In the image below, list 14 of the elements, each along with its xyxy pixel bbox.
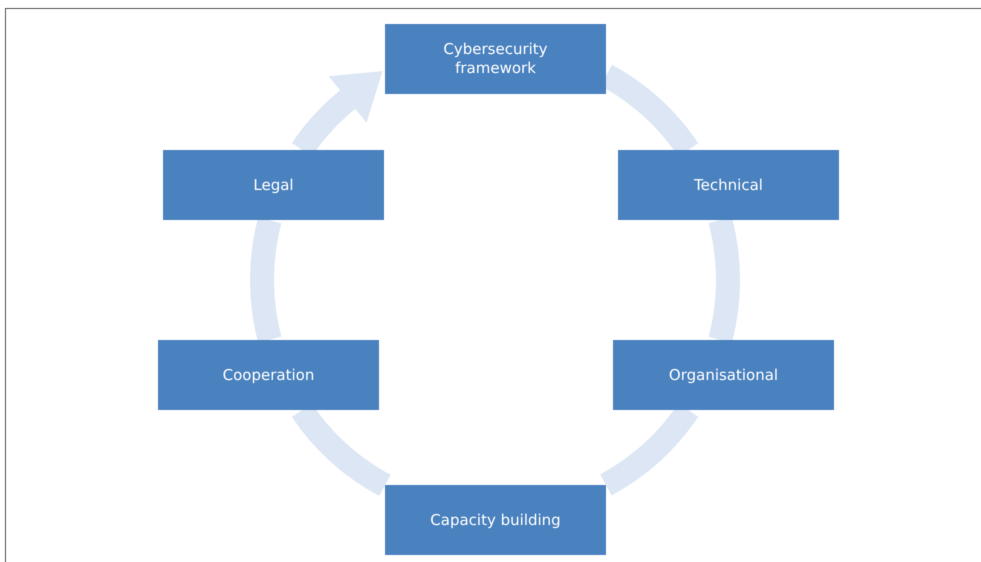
- process-box: [618, 150, 839, 220]
- process-box: [385, 485, 606, 555]
- cycle-connector: [250, 218, 282, 342]
- box-label: Cooperation: [222, 366, 314, 384]
- box-label: Legal: [253, 176, 294, 194]
- box-label: Cybersecurity framework: [442, 40, 549, 78]
- process-box: [385, 24, 606, 94]
- process-box: [158, 340, 379, 410]
- process-box: [613, 340, 834, 410]
- box-label: Technical: [694, 176, 763, 194]
- cycle-connector: [708, 218, 740, 342]
- box-label: Capacity building: [430, 510, 561, 530]
- process-box: [163, 150, 384, 220]
- box-label: Organisational: [668, 366, 778, 384]
